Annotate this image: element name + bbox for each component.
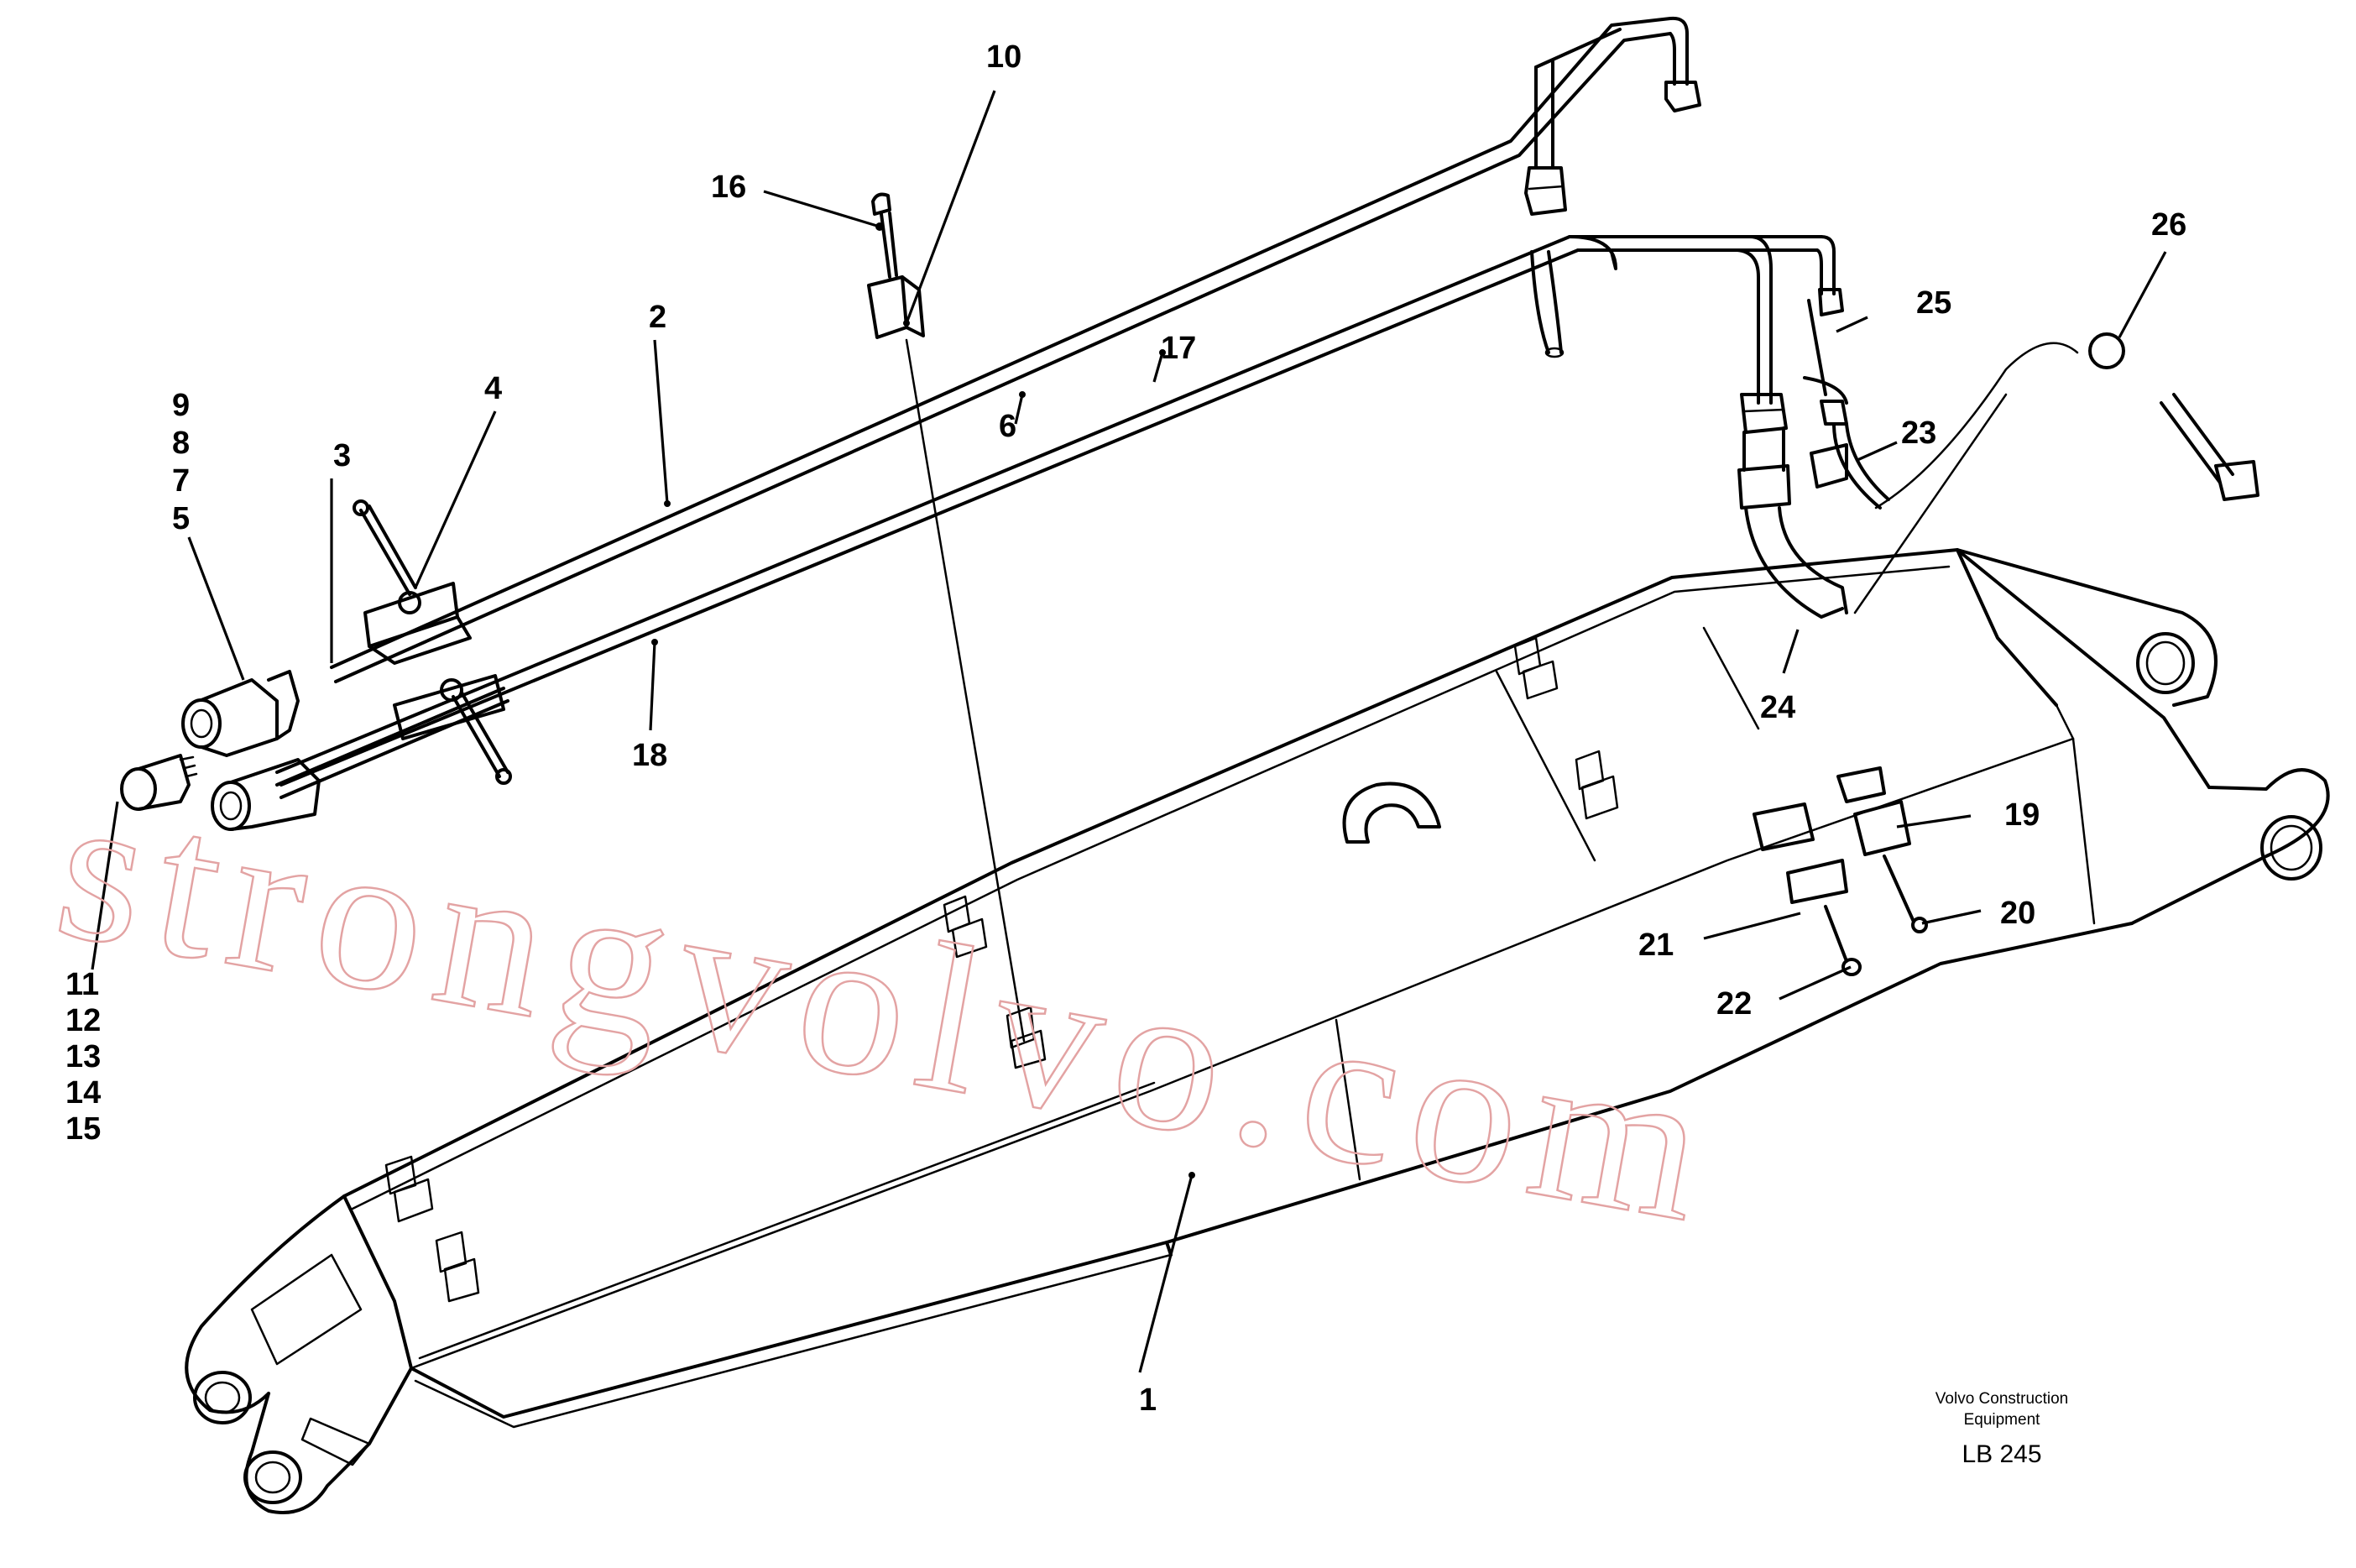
callout-5: 5 bbox=[172, 501, 190, 536]
caption-block: Volvo Construction Equipment LB 245 bbox=[1935, 1390, 2068, 1468]
caption-line-2: Equipment bbox=[1964, 1411, 2041, 1429]
callout-labels: 1 2 3 4 5 6 7 8 9 10 11 12 13 14 15 16 1… bbox=[65, 39, 2186, 1418]
callout-17: 17 bbox=[1161, 331, 1196, 366]
caption-line-1: Volvo Construction bbox=[1935, 1390, 2068, 1408]
left-end-fittings bbox=[120, 499, 512, 831]
callout-25: 25 bbox=[1916, 285, 1951, 321]
hoses-fittings bbox=[1737, 299, 2259, 619]
callout-21: 21 bbox=[1638, 928, 1674, 963]
leader-lines bbox=[91, 90, 2167, 1373]
clamp-set-19-22 bbox=[1753, 766, 1928, 976]
callout-14: 14 bbox=[65, 1075, 101, 1111]
callout-1: 1 bbox=[1139, 1382, 1157, 1418]
callout-20: 20 bbox=[2000, 896, 2035, 931]
clamp-bolt-10-16 bbox=[867, 192, 1026, 1043]
callout-16: 16 bbox=[711, 170, 746, 205]
callout-7: 7 bbox=[172, 463, 190, 499]
boom-clamps bbox=[384, 636, 1619, 1303]
callout-19: 19 bbox=[2004, 797, 2040, 833]
callout-26: 26 bbox=[2151, 207, 2186, 243]
callout-13: 13 bbox=[65, 1039, 101, 1074]
callout-12: 12 bbox=[65, 1003, 101, 1038]
callout-23: 23 bbox=[1901, 416, 1936, 451]
drawing-code: LB 245 bbox=[1962, 1440, 2041, 1468]
callout-15: 15 bbox=[65, 1111, 101, 1147]
boom-body bbox=[185, 548, 2330, 1514]
callout-8: 8 bbox=[172, 426, 190, 461]
callout-18: 18 bbox=[632, 738, 667, 773]
callout-2: 2 bbox=[649, 300, 666, 335]
hydraulic-pipes bbox=[275, 16, 1844, 799]
callout-24: 24 bbox=[1760, 690, 1795, 725]
leader-dots bbox=[651, 222, 1195, 1179]
callout-9: 9 bbox=[172, 388, 190, 423]
callout-4: 4 bbox=[484, 371, 502, 406]
callout-3: 3 bbox=[333, 438, 351, 473]
callout-10: 10 bbox=[986, 39, 1021, 75]
callout-11: 11 bbox=[65, 967, 99, 1002]
callout-6: 6 bbox=[999, 409, 1016, 444]
callout-22: 22 bbox=[1716, 986, 1752, 1022]
